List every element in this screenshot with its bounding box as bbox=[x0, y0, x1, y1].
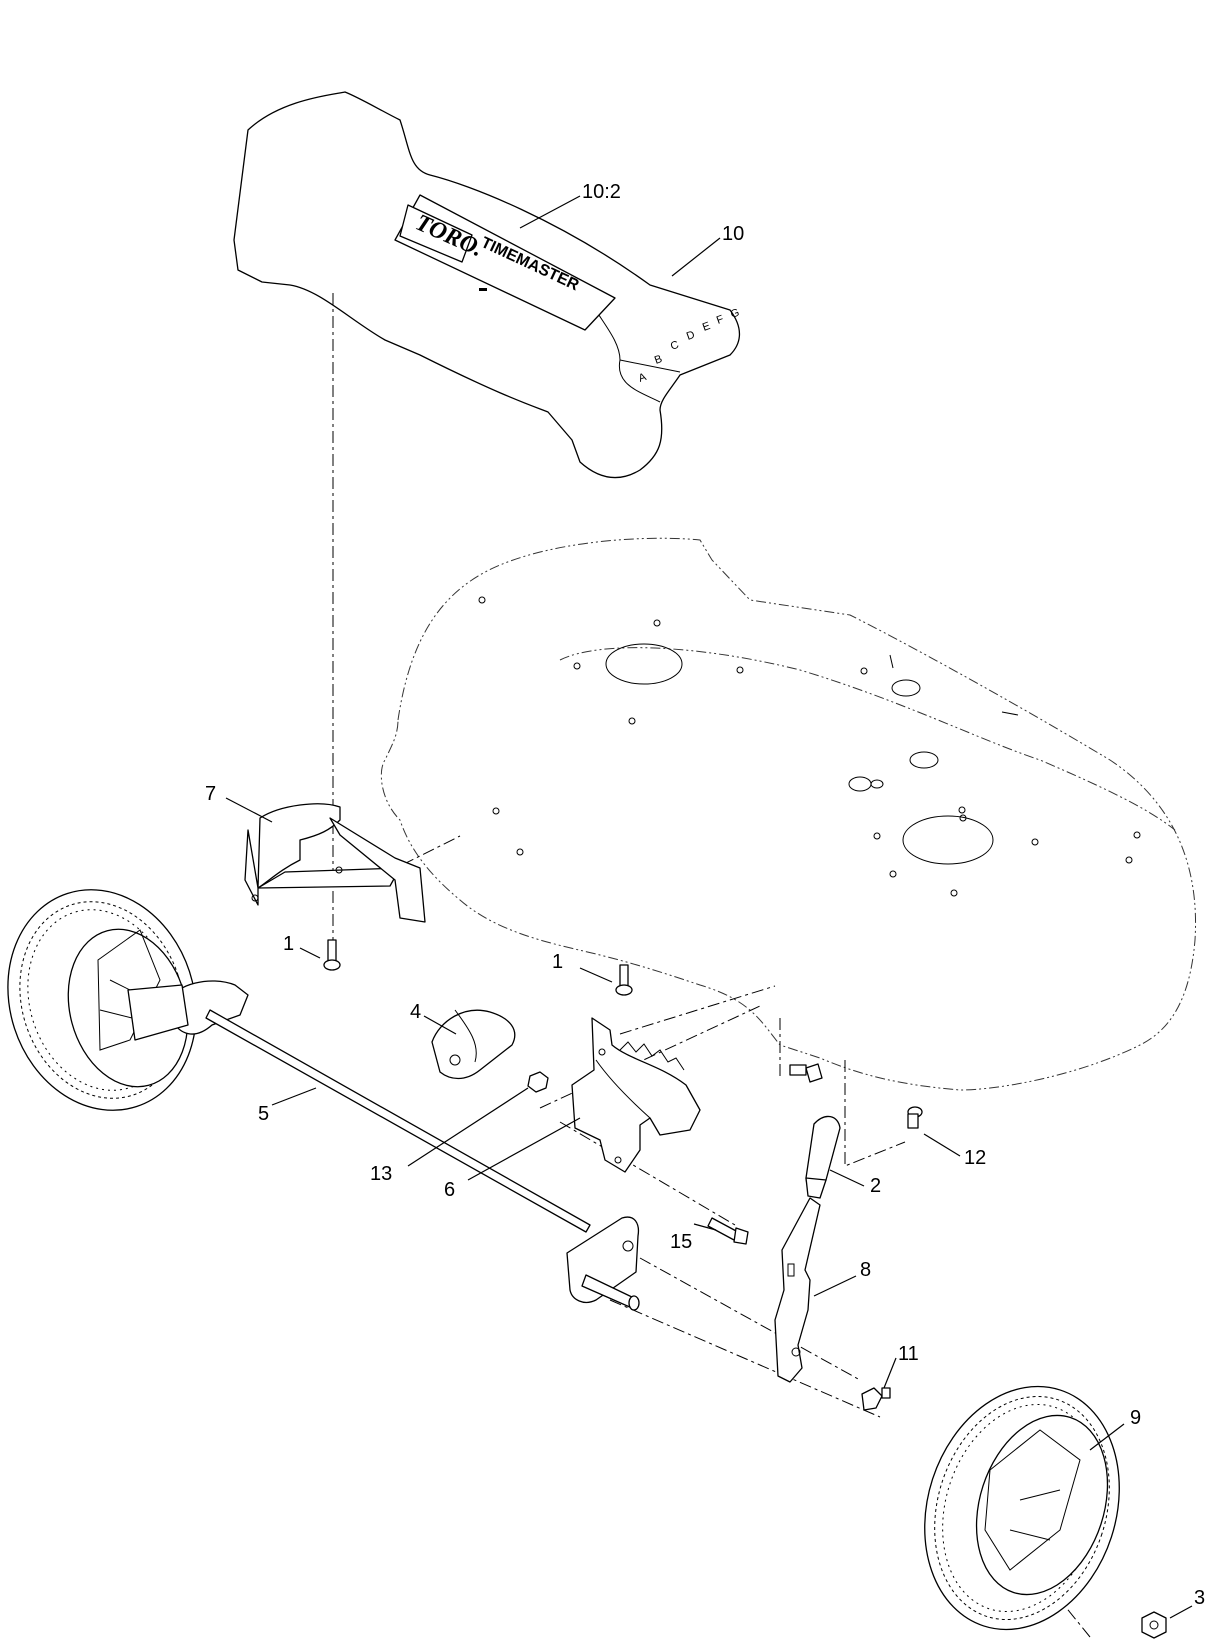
height-letter-d: D bbox=[685, 329, 697, 343]
mower-deck-outline bbox=[380, 537, 1197, 1091]
axle-part-5 bbox=[127, 980, 591, 1233]
bolt-part-1a bbox=[323, 939, 341, 971]
callout-8: 8 bbox=[860, 1259, 871, 1281]
height-letter-b: B bbox=[653, 353, 664, 367]
callout-12: 12 bbox=[964, 1147, 986, 1169]
callout-13: 13 bbox=[370, 1163, 392, 1185]
callout-10: 10 bbox=[722, 223, 744, 245]
decal-mark bbox=[479, 288, 487, 291]
height-letter-c: C bbox=[669, 339, 681, 353]
callout-3: 3 bbox=[1194, 1587, 1205, 1609]
bolt-part-11 bbox=[861, 1387, 891, 1411]
callout-10-2: 10:2 bbox=[582, 181, 621, 203]
lever-part-8 bbox=[774, 1197, 821, 1383]
height-letter-a: A bbox=[637, 371, 649, 385]
callout-1a: 1 bbox=[283, 933, 294, 955]
callout-15: 15 bbox=[670, 1231, 692, 1253]
callout-7: 7 bbox=[205, 783, 216, 805]
height-letter-f: F bbox=[715, 313, 726, 327]
callout-1b: 1 bbox=[552, 951, 563, 973]
axle-plate bbox=[566, 1216, 640, 1311]
nut-part-13 bbox=[527, 1071, 549, 1093]
bolt-part-12 bbox=[907, 1106, 923, 1129]
height-letter-g: G bbox=[729, 307, 741, 321]
callout-6: 6 bbox=[444, 1179, 455, 1201]
bolt-deck-stud bbox=[789, 1063, 823, 1083]
grip-part-2 bbox=[805, 1115, 841, 1199]
rear-wheel-right bbox=[924, 1385, 1120, 1631]
height-adjust-letters: A B C D E F G bbox=[637, 307, 741, 385]
callout-9: 9 bbox=[1130, 1407, 1141, 1429]
screw-part-15 bbox=[707, 1217, 749, 1245]
callout-11: 11 bbox=[898, 1343, 919, 1365]
bracket-part-7 bbox=[244, 803, 426, 923]
callout-5: 5 bbox=[258, 1103, 269, 1125]
bolt-part-1b bbox=[615, 964, 633, 996]
height-plate-part-6 bbox=[571, 1017, 701, 1173]
callout-2: 2 bbox=[870, 1175, 881, 1197]
callout-4: 4 bbox=[410, 1001, 421, 1023]
height-letter-e: E bbox=[701, 320, 712, 334]
callout-labels: 10:2 10 7 1 1 4 5 13 6 12 2 15 8 11 9 3 bbox=[205, 181, 1205, 1609]
leader-lines bbox=[225, 195, 1193, 1619]
nut-part-3 bbox=[1141, 1611, 1167, 1639]
assembly-lines bbox=[332, 293, 1091, 1638]
handle-cover-part: TORO. TIMEMASTER A B C D E F G bbox=[233, 91, 741, 479]
pivot-part-4 bbox=[431, 1009, 516, 1080]
